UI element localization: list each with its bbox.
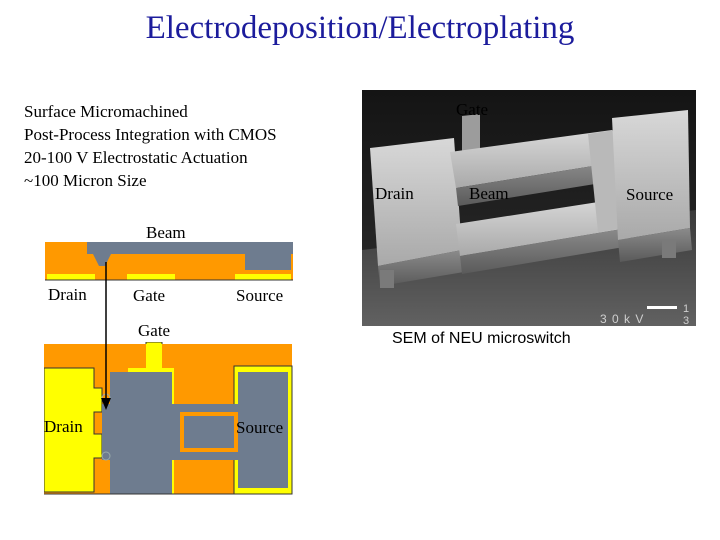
feature-list: Surface Micromachined Post-Process Integ…: [24, 100, 277, 192]
top-view-source-label: Source: [236, 418, 284, 437]
top-view-diagram: [44, 342, 293, 495]
cross-section-beam-label: Beam: [146, 223, 186, 242]
top-view-drain-label: Drain: [44, 417, 83, 436]
sem-voltage-readout: 3 0 k V: [600, 312, 645, 326]
cross-section-source-label: Source: [236, 286, 284, 305]
section-arrow: [101, 262, 111, 410]
cross-section-drain-label: Drain: [48, 285, 87, 304]
sem-gate-label: Gate: [456, 100, 489, 119]
feature-item: 20-100 V Electrostatic Actuation: [24, 148, 248, 167]
sem-drain-label: Drain: [375, 184, 414, 203]
feature-item: ~100 Micron Size: [24, 171, 147, 190]
page-title: Electrodeposition/Electroplating: [145, 10, 575, 46]
sem-image: [362, 90, 696, 326]
cross-section-diagram: [45, 242, 293, 281]
sem-source-label: Source: [626, 185, 674, 204]
sem-scale-readout: 1 3: [683, 303, 690, 327]
feature-item: Surface Micromachined: [24, 102, 188, 121]
top-view-gate-label: Gate: [138, 321, 171, 340]
cross-section-gate-label: Gate: [133, 286, 166, 305]
feature-item: Post-Process Integration with CMOS: [24, 125, 277, 144]
sem-caption: SEM of NEU microswitch: [392, 330, 571, 347]
sem-beam-label: Beam: [469, 184, 509, 203]
